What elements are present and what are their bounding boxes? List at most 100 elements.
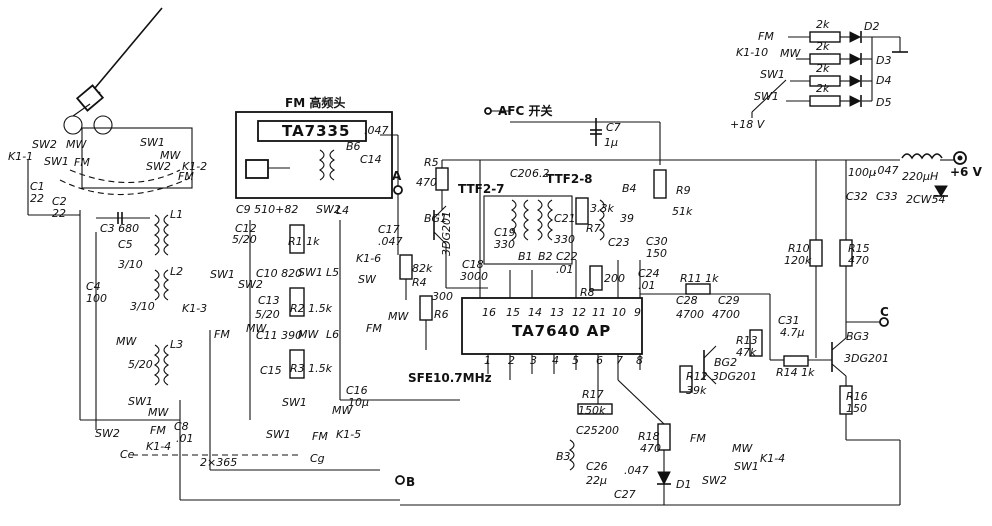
cg-label: Cg	[310, 452, 325, 465]
mw-label-c: MW	[116, 335, 137, 348]
fm-head-title: FM 高频头	[285, 95, 345, 110]
c17-label: C17	[378, 223, 400, 236]
c5-label: C5	[118, 238, 133, 251]
b6-label: B6	[346, 140, 361, 153]
c12-value: 5/20	[232, 233, 257, 246]
c16-value: 10μ	[348, 396, 369, 409]
sw1-label-j: SW1	[734, 460, 759, 473]
zener-label: 2CW54	[906, 193, 946, 206]
sw1-label-k: SW1	[754, 90, 779, 103]
c26-label: C26	[586, 460, 608, 473]
ta7335-label: TA7335	[282, 122, 350, 140]
r1-label: R1 1k	[288, 235, 320, 248]
r3-label: R3 1.5k	[290, 362, 333, 375]
coil-l1: L1	[153, 208, 183, 256]
c30-label: C30	[646, 235, 668, 248]
c31-label: C31	[778, 314, 800, 327]
pin-3: 3	[530, 354, 537, 367]
r11-label: R11 1k	[680, 272, 719, 285]
c32-value: 100μ	[848, 166, 876, 179]
c17-value: .047	[378, 235, 403, 248]
pin-11: 11	[592, 306, 606, 319]
sw-label-e: SW1	[210, 268, 235, 281]
c28-label: C28	[676, 294, 698, 307]
node-a-label: A	[392, 169, 402, 183]
r6-label: R6	[434, 308, 449, 321]
fm-label-d: FM	[150, 424, 166, 437]
c14-value: .047	[364, 124, 389, 137]
band-indicator: FM K1-10 MW SW1 SW1 +18 V 2k 2k 2k 2k D2…	[730, 18, 908, 131]
sw1-label-a: SW1	[44, 155, 69, 168]
r2-label: R2 1.5k	[290, 302, 333, 315]
r-2k-a: 2k	[816, 18, 830, 31]
r15-label: R15	[848, 242, 870, 255]
r17-label: R17	[582, 388, 604, 401]
sw1-label-h: SW1	[282, 396, 307, 409]
r5-label: R5	[424, 156, 439, 169]
am-front-end: K1-1 C1 22 C2 22 SW2 MW SW1 FM SW1 SW2 M…	[8, 127, 400, 501]
c4-label: C4	[86, 280, 101, 293]
c31-value: 4.7μ	[780, 326, 805, 339]
k1-3-label: K1-3	[182, 302, 207, 315]
r8-value: 200	[604, 272, 625, 285]
r12-value: 39k	[686, 384, 707, 397]
l1-label: L1	[170, 208, 183, 221]
c13-value: 5/20	[255, 308, 280, 321]
r9-label: R9	[676, 184, 691, 197]
mw-label-j: MW	[732, 442, 753, 455]
k1-1-label: K1-1	[8, 150, 33, 163]
c4-value: 100	[86, 292, 107, 305]
c8-value: .01	[176, 432, 194, 445]
mw-label-h: MW	[332, 404, 353, 417]
pin-2: 2	[508, 354, 515, 367]
c2-value: 22	[52, 207, 66, 220]
l5-label: L5	[326, 266, 339, 279]
telescopic-antenna	[63, 7, 163, 135]
c28-value: 4700	[676, 308, 704, 321]
r6-value: 300	[432, 290, 453, 303]
c2-label: C2	[52, 195, 67, 208]
c11-label: C11 390	[256, 329, 302, 342]
b1-label: B1	[518, 250, 533, 263]
r-2k-c: 2k	[816, 62, 830, 75]
c12-label: C12	[235, 222, 257, 235]
r10-label: R10	[788, 242, 810, 255]
pin-13: 13	[550, 306, 564, 319]
c18-label: C18	[462, 258, 484, 271]
k1-5-label: K1-5	[336, 428, 361, 441]
supply-label: +6 V	[950, 165, 983, 179]
c32-label: C32	[846, 190, 868, 203]
r-2k-d: 2k	[816, 82, 830, 95]
ic-ta7640ap: TA7640 AP 16 15 14 13 12 11 10 9 1 2 3 4…	[408, 297, 643, 385]
fm-head-block: FM 高频头 TA7335 B6 C14 .047	[235, 95, 393, 199]
c16-label: C16	[346, 384, 368, 397]
c25-value: 200	[598, 424, 619, 437]
r16-label: R16	[846, 390, 868, 403]
node-b-label: B	[406, 475, 415, 489]
bus-wires	[80, 160, 641, 421]
pin-15: 15	[506, 306, 520, 319]
d4-label: D4	[876, 74, 891, 87]
r4-value: 82k	[412, 262, 433, 275]
r15-value: 470	[848, 254, 869, 267]
c3-label: C3 680	[100, 222, 139, 235]
c33-label: C33	[876, 190, 898, 203]
fm-label-h: FM	[312, 430, 328, 443]
c20-label: C20	[510, 167, 532, 180]
k1-6-label: K1-6	[356, 252, 381, 265]
sw-label-c: SW2	[146, 160, 171, 173]
mw-label-d: MW	[148, 406, 169, 419]
audio-section: R9 51k C30 150 C24 .01 R11 1k C28 4700 C…	[638, 151, 983, 440]
r10-value: 120k	[784, 254, 812, 267]
r4-label: R4	[412, 276, 427, 289]
r7-label: R7	[586, 222, 601, 235]
mw-label-b: MW	[160, 149, 181, 162]
coil-l2: L2	[153, 265, 183, 301]
d1-label: D1	[676, 478, 691, 491]
plus18v-label: +18 V	[730, 118, 766, 131]
bg1-value: 3DG201	[440, 211, 453, 256]
sw2-label-j: SW2	[702, 474, 727, 487]
ic-label: TA7640 AP	[512, 322, 611, 340]
c1-label: C1	[30, 180, 45, 193]
